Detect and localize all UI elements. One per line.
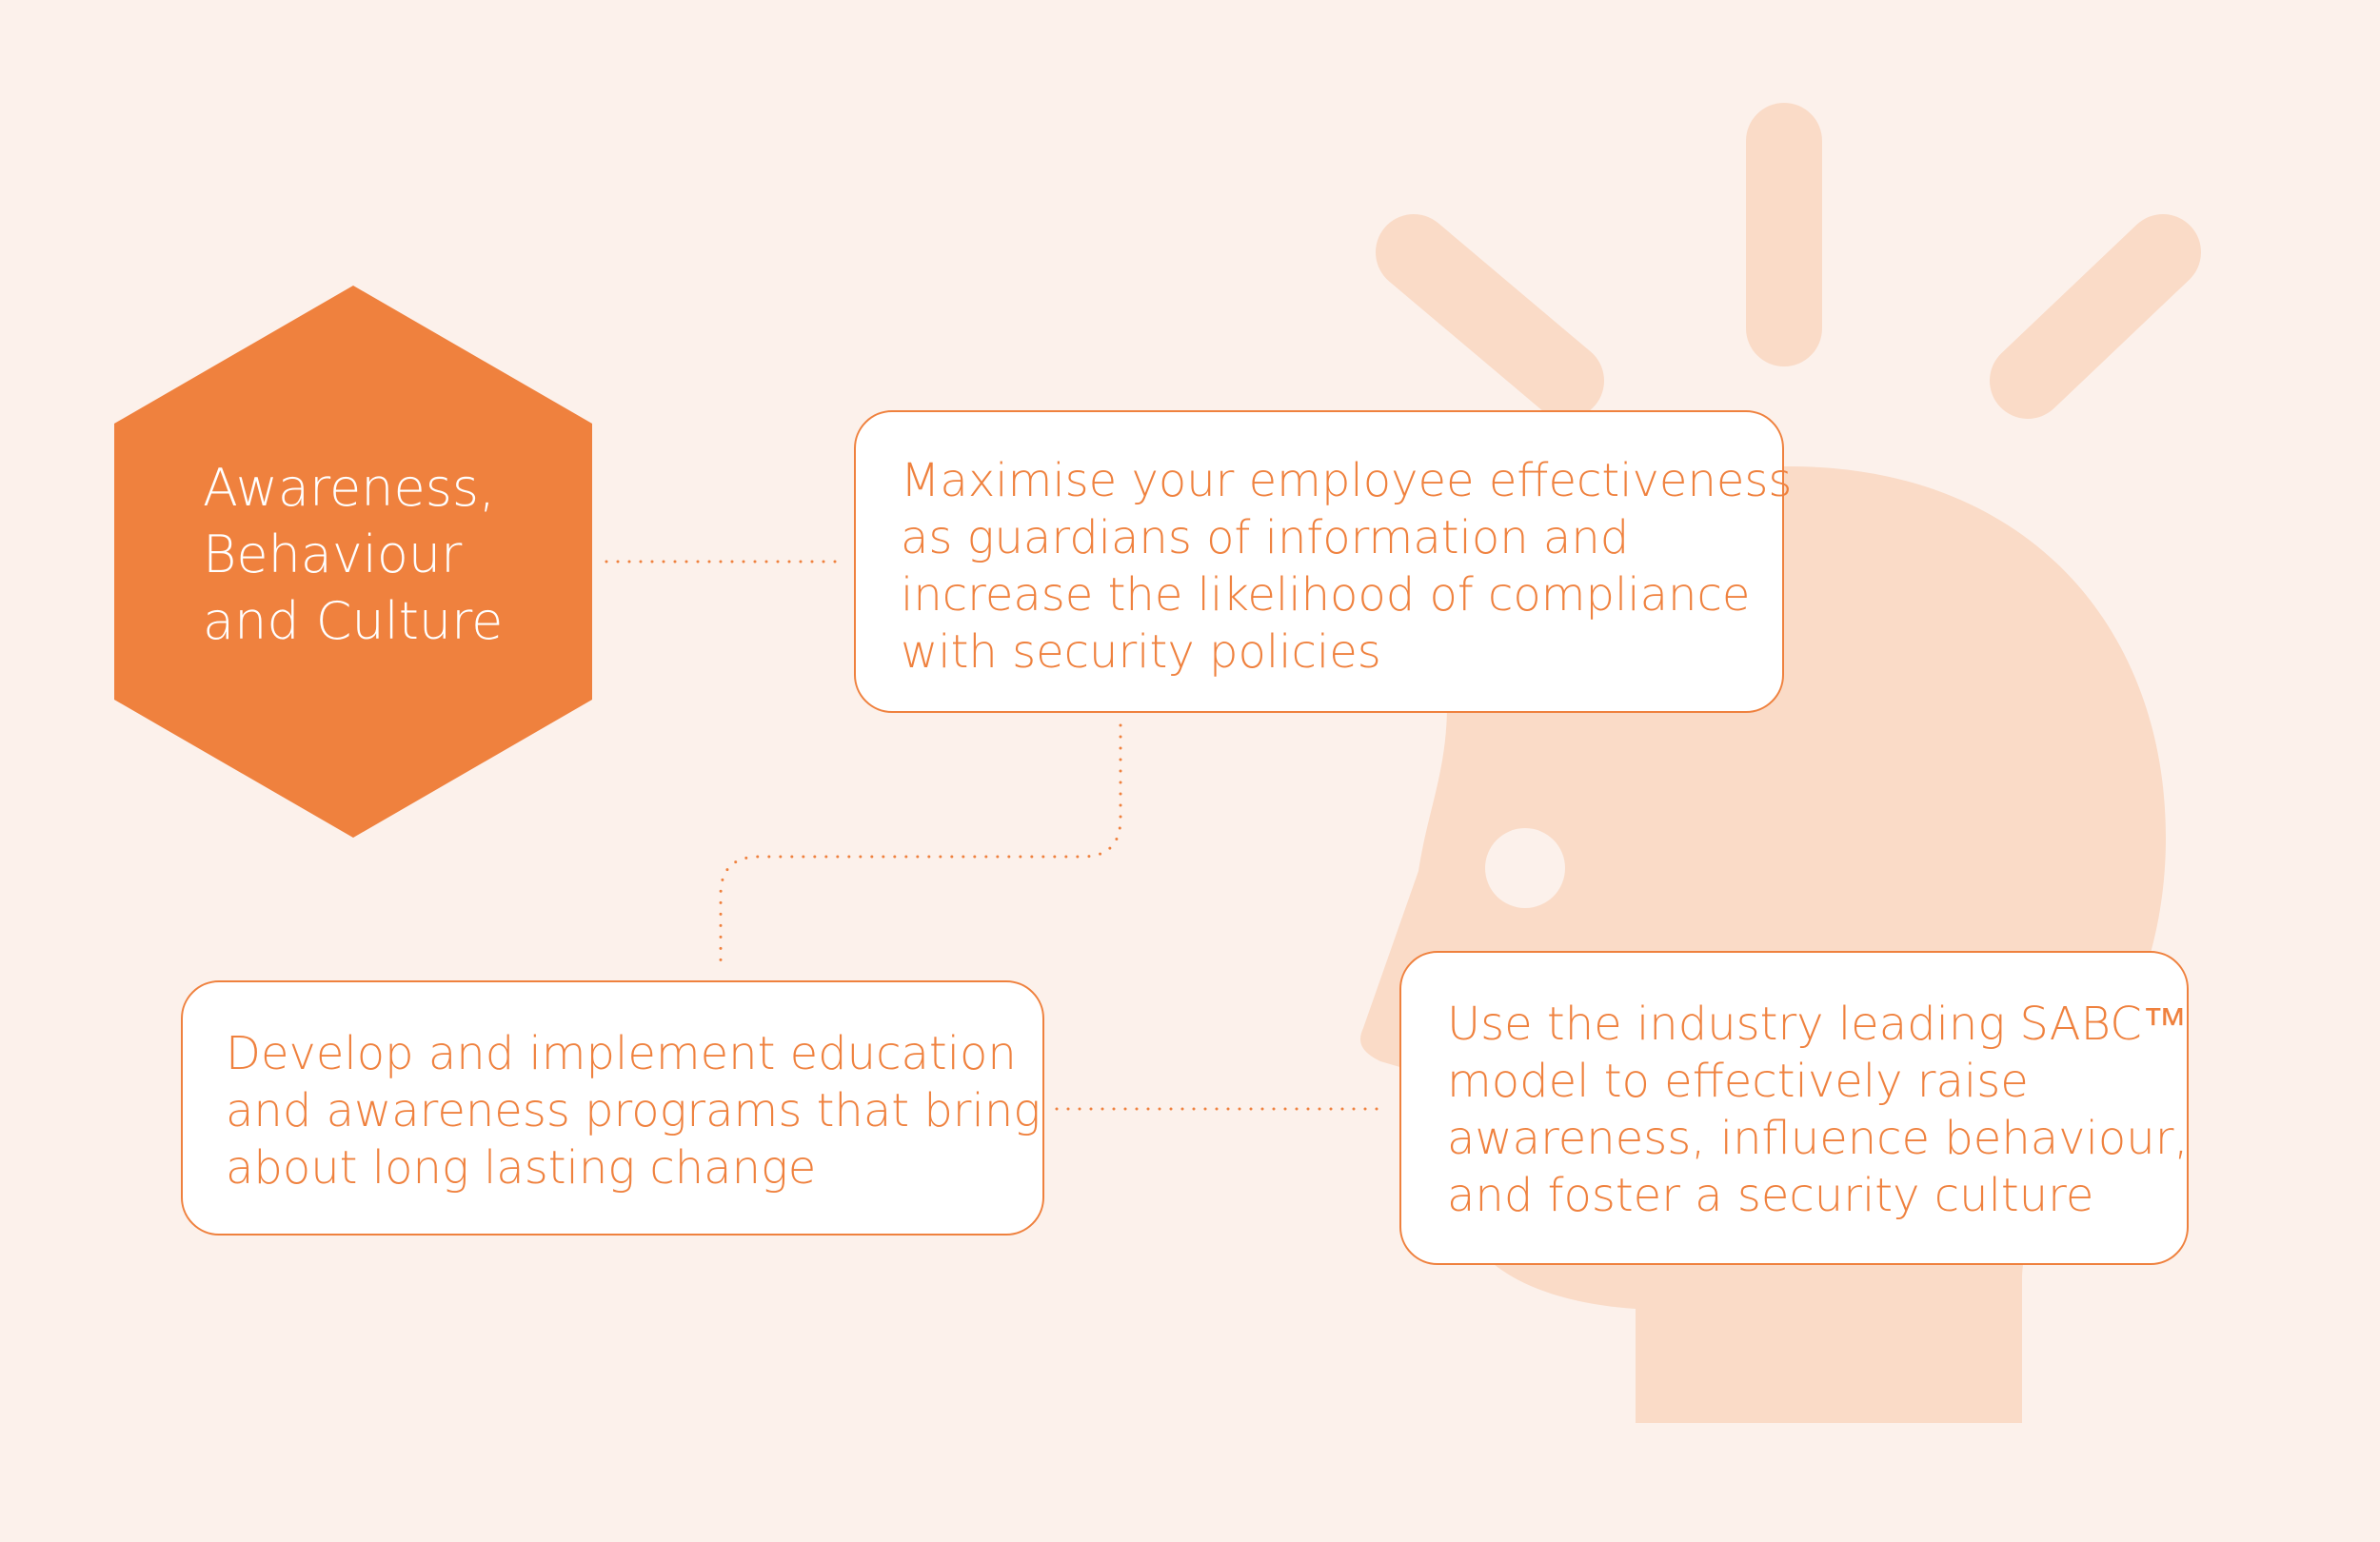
topic-title: Awareness, Behaviour and Culture	[203, 455, 545, 655]
callout-line: model to effectively raise	[1447, 1055, 2029, 1108]
idea-ray-left	[1376, 214, 1604, 419]
idea-ray-right	[1990, 214, 2201, 419]
callout-sabc-model: Use the industry leading SABC™ model to …	[1399, 951, 2189, 1265]
callout-line: about long lasting change	[226, 1141, 817, 1195]
callout-line: and foster a security culture	[1447, 1169, 2094, 1222]
callout-line: and awareness programs that bring	[226, 1084, 1041, 1137]
callout-line: as guardians of information and	[901, 511, 1630, 564]
callout-line: Maximise your employee effectiveness	[901, 454, 1793, 507]
topic-title-line: and Culture	[203, 591, 504, 651]
head-eye	[1485, 828, 1565, 908]
connector-top-callout-to-left-callout	[719, 723, 1122, 971]
topic-title-line: Behaviour	[203, 524, 463, 584]
callout-education-programs: Develop and implement education and awar…	[181, 980, 1044, 1236]
idea-rays	[1376, 103, 2201, 419]
callout-line: with security policies	[901, 625, 1381, 679]
callout-line: awareness, influence behaviour,	[1447, 1112, 2189, 1165]
callout-line: increase the likelihood of compliance	[901, 568, 1751, 622]
callout-line: Develop and implement education	[226, 1027, 1017, 1080]
topic-title-line: Awareness,	[203, 458, 496, 518]
callout-effectiveness: Maximise your employee effectiveness as …	[854, 410, 1793, 713]
callout-line: Use the industry leading SABC™	[1447, 998, 2188, 1051]
